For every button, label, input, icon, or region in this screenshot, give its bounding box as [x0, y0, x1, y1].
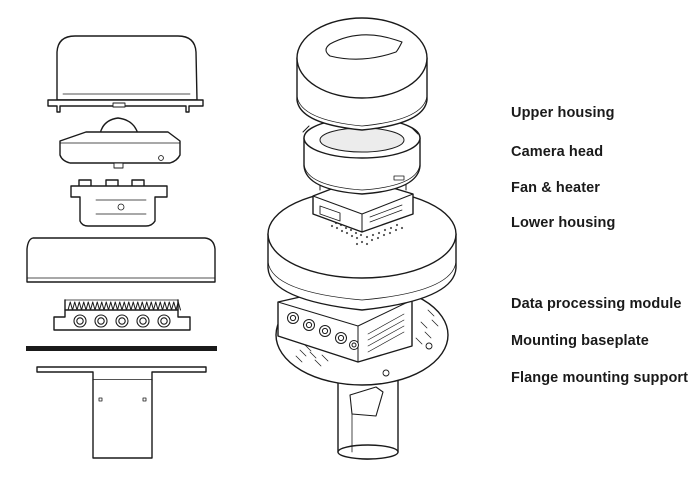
side-camera-head — [59, 117, 181, 169]
iso-camera-head — [303, 117, 421, 195]
side-data-module — [53, 299, 191, 331]
label-data-processing-module: Data processing module — [511, 296, 682, 312]
iso-flange-support — [337, 379, 399, 460]
side-lower-housing — [26, 237, 216, 283]
side-fan-heater — [70, 179, 168, 227]
label-upper-housing: Upper housing — [511, 105, 615, 121]
side-flange-support — [36, 366, 207, 459]
label-lower-housing: Lower housing — [511, 215, 616, 231]
label-camera-head: Camera head — [511, 144, 604, 160]
side-upper-housing — [47, 35, 204, 113]
side-baseplate — [26, 346, 217, 351]
label-mounting-baseplate: Mounting baseplate — [511, 333, 649, 349]
iso-upper-housing — [296, 17, 428, 135]
label-flange-mounting-support: Flange mounting support — [511, 370, 689, 386]
label-fan-heater: Fan & heater — [511, 180, 601, 196]
